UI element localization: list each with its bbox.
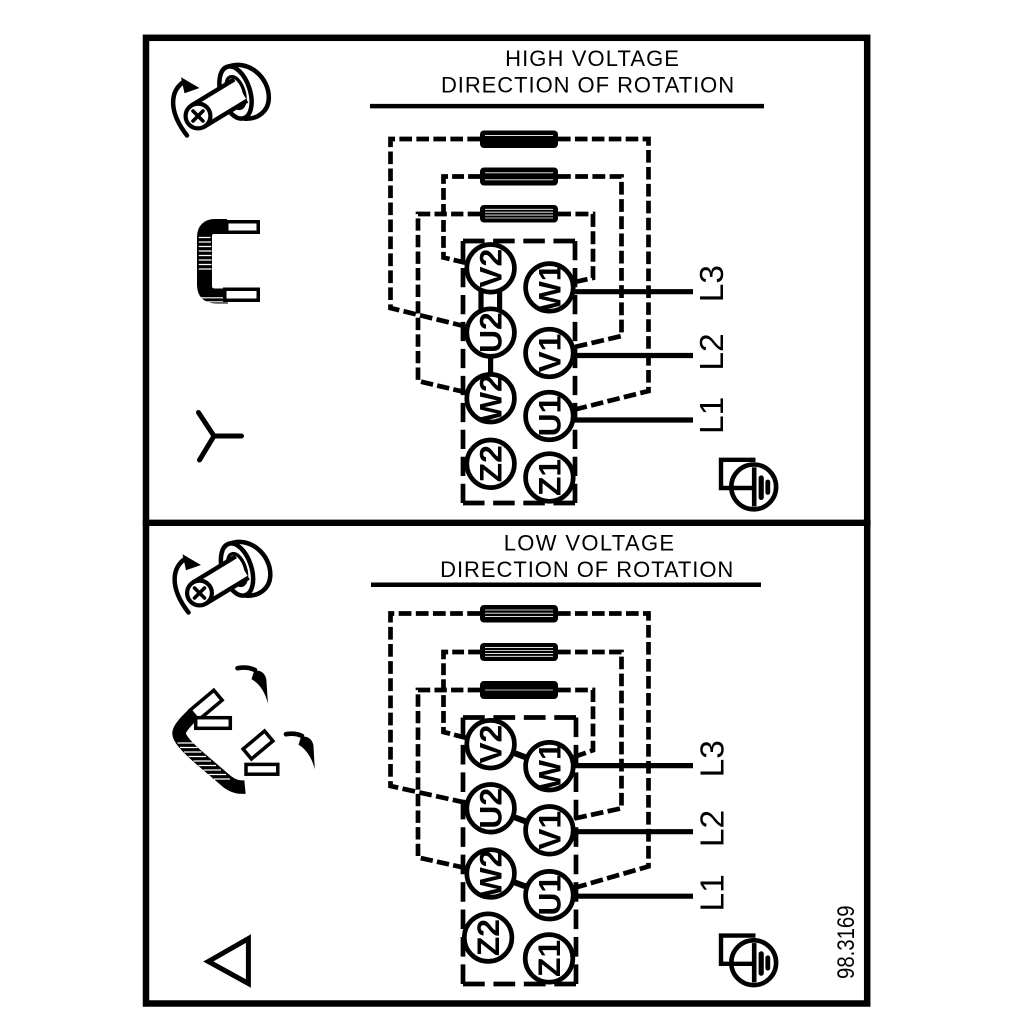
svg-text:Z2: Z2 (473, 445, 509, 482)
svg-text:L2: L2 (694, 810, 731, 847)
svg-text:U2: U2 (473, 312, 509, 353)
svg-text:V2: V2 (473, 725, 509, 764)
svg-text:Z1: Z1 (531, 940, 567, 977)
svg-text:V2: V2 (473, 249, 509, 288)
svg-text:DIRECTION OF ROTATION: DIRECTION OF ROTATION (440, 557, 734, 582)
svg-text:DIRECTION OF ROTATION: DIRECTION OF ROTATION (441, 73, 735, 98)
svg-text:W2: W2 (473, 374, 509, 422)
svg-text:W1: W1 (531, 264, 567, 312)
svg-text:98.3169: 98.3169 (833, 905, 860, 979)
svg-text:LOW VOLTAGE: LOW VOLTAGE (504, 531, 676, 556)
svg-text:U1: U1 (531, 396, 567, 437)
svg-text:L1: L1 (694, 874, 731, 911)
svg-text:W1: W1 (531, 742, 567, 790)
svg-text:V1: V1 (531, 334, 567, 373)
svg-text:U1: U1 (531, 875, 567, 916)
svg-text:W2: W2 (473, 850, 509, 898)
svg-text:L2: L2 (694, 333, 731, 370)
svg-text:L3: L3 (694, 265, 731, 302)
svg-text:L1: L1 (694, 397, 731, 434)
svg-text:U2: U2 (473, 788, 509, 829)
svg-text:HIGH VOLTAGE: HIGH VOLTAGE (505, 46, 680, 71)
svg-text:Z1: Z1 (531, 459, 567, 496)
svg-text:L3: L3 (694, 740, 731, 777)
svg-text:V1: V1 (531, 811, 567, 850)
svg-text:Z2: Z2 (470, 919, 506, 956)
